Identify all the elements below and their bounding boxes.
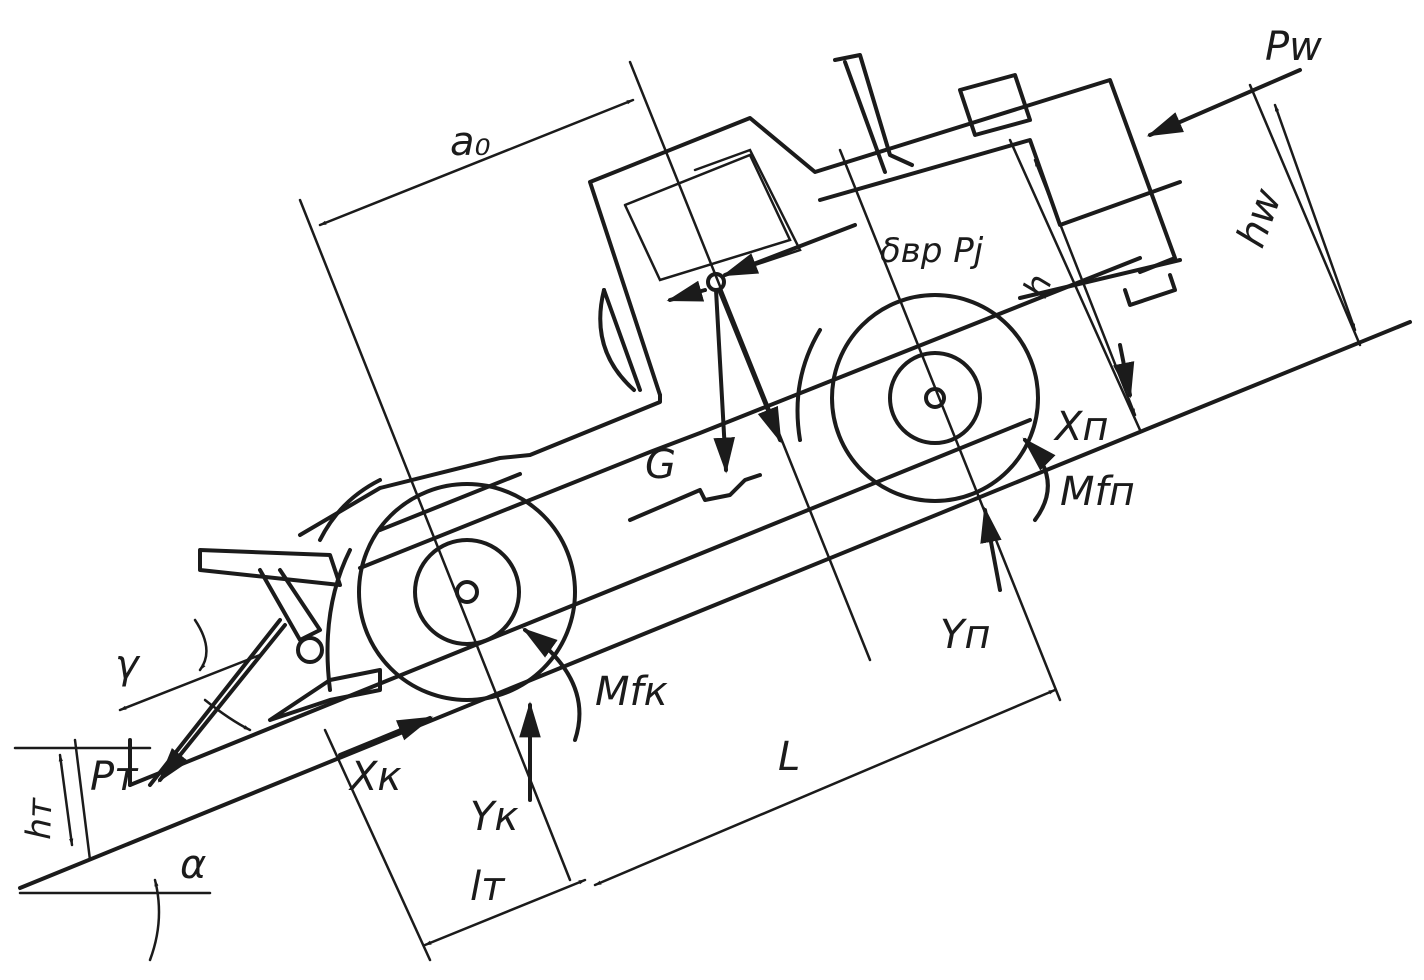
label-a0: a₀ [450,119,491,165]
label-gamma: γ [115,642,141,688]
front-wheel [830,293,1040,503]
label-pw: Pw [1265,24,1322,70]
label-yk: Yк [470,794,519,840]
label-xk: Xк [348,754,402,800]
label-mfk: Mfк [595,669,668,715]
dimension-hw: hw [1228,103,1357,332]
dimension-a0: a₀ [318,98,635,227]
ground-slope [13,320,1412,895]
label-lt: lт [470,864,506,910]
rear-wheel [357,482,577,702]
label-g: G [645,442,676,488]
label-xn: Xп [1053,404,1109,450]
label-alpha: α [180,842,206,888]
label-l: L [778,734,800,780]
force-arrows: Pw δвр Pj G Xп Mfп Yп γ Mfк Pт α Xк [90,24,1322,962]
dimension-l: L [593,688,1057,887]
label-delta-pj: δвр Pj [880,231,984,271]
perpendicular-lines [73,60,1362,962]
dimension-lt: lт [423,864,587,947]
dimension-hr: hт [19,753,74,847]
label-hw: hw [1228,183,1291,254]
tractor-body [198,53,1182,722]
drawbar-line [128,418,1032,787]
label-yn: Yп [940,612,991,658]
label-pr: Pт [90,754,139,800]
label-hr: hт [19,796,60,840]
label-mfn: Mfп [1060,469,1135,515]
